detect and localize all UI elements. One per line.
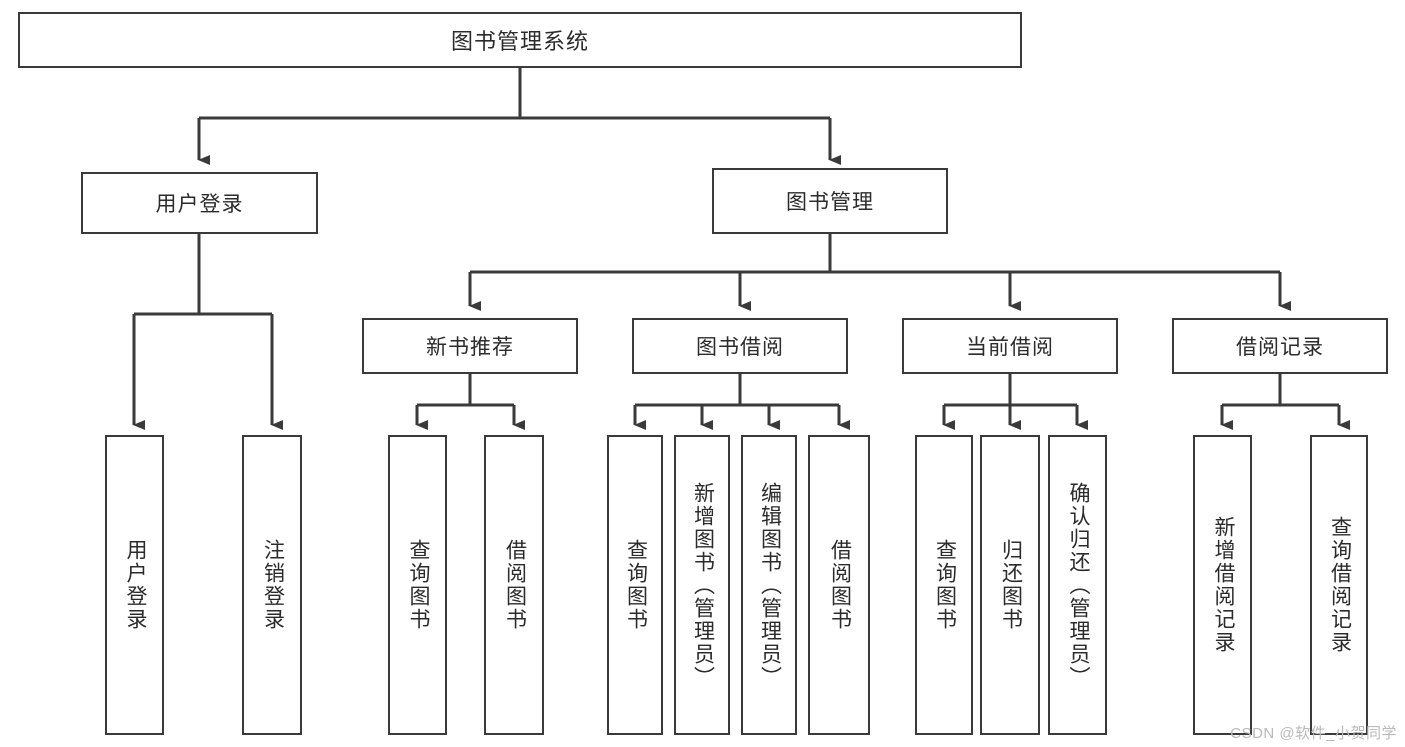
node-label: 查询图书 — [933, 539, 957, 631]
node-label: 借阅记录 — [1236, 336, 1324, 359]
leaf-current-borrow-query[interactable]: 查询图书 — [915, 435, 973, 735]
node-root-book-management-system[interactable]: 图书管理系统 — [18, 12, 1022, 68]
node-current-borrow[interactable]: 当前借阅 — [902, 318, 1118, 374]
watermark: CSDN @软件_小贺同学 — [1230, 725, 1397, 742]
node-book-borrow[interactable]: 图书借阅 — [632, 318, 848, 374]
node-label: 当前借阅 — [966, 336, 1054, 359]
node-label: 查询图书 — [406, 539, 430, 631]
node-label: 新书推荐 — [426, 336, 514, 359]
node-label: 图书管理系统 — [450, 29, 589, 54]
leaf-user-login-signin[interactable]: 用户登录 — [105, 435, 164, 735]
node-label: 借阅图书 — [828, 539, 852, 631]
node-label: 用户登录 — [155, 193, 244, 216]
leaf-current-borrow-confirm-admin[interactable]: 确认归还（管理员） — [1048, 435, 1107, 735]
node-label: 归还图书 — [999, 539, 1023, 631]
leaf-user-login-signout[interactable]: 注销登录 — [242, 435, 302, 735]
node-label: 新增图书（管理员） — [691, 481, 715, 689]
leaf-current-borrow-return[interactable]: 归还图书 — [980, 435, 1040, 735]
leaf-book-borrow-query[interactable]: 查询图书 — [607, 435, 663, 735]
node-label: 注销登录 — [261, 539, 285, 631]
node-label: 新增借阅记录 — [1211, 516, 1235, 654]
node-book-management[interactable]: 图书管理 — [712, 168, 948, 234]
leaf-book-borrow-edit-admin[interactable]: 编辑图书（管理员） — [741, 435, 797, 735]
node-label: 查询图书 — [624, 539, 648, 631]
leaf-new-book-borrow[interactable]: 借阅图书 — [484, 435, 544, 735]
node-label: 用户登录 — [123, 539, 147, 631]
leaf-book-borrow-borrow[interactable]: 借阅图书 — [808, 435, 870, 735]
leaf-borrow-record-query[interactable]: 查询借阅记录 — [1310, 435, 1368, 735]
leaf-borrow-record-add[interactable]: 新增借阅记录 — [1193, 435, 1252, 735]
node-label: 查询借阅记录 — [1328, 516, 1352, 654]
node-label: 图书管理 — [786, 191, 874, 214]
node-label: 图书借阅 — [696, 336, 784, 359]
node-new-book-recommend[interactable]: 新书推荐 — [362, 318, 578, 374]
node-label: 借阅图书 — [503, 539, 527, 631]
node-label: 编辑图书（管理员） — [758, 481, 782, 689]
node-borrow-record[interactable]: 借阅记录 — [1172, 318, 1388, 374]
leaf-book-borrow-add-admin[interactable]: 新增图书（管理员） — [674, 435, 730, 735]
node-label: 确认归还（管理员） — [1066, 481, 1090, 689]
leaf-new-book-query[interactable]: 查询图书 — [388, 435, 447, 735]
node-user-login[interactable]: 用户登录 — [81, 172, 318, 234]
